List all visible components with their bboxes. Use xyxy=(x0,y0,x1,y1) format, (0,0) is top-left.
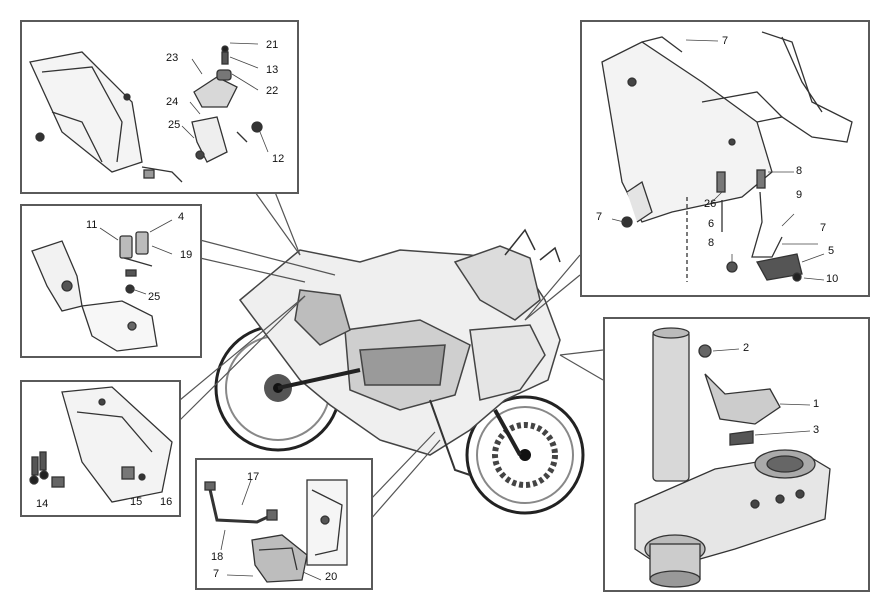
side-panel-drawing xyxy=(29,386,173,503)
callout-label: 26 xyxy=(704,198,717,210)
detail-panel-top-left: 21 13 22 23 24 25 12 xyxy=(20,20,299,194)
callout-label: 21 xyxy=(266,39,279,51)
callout-label: 8 xyxy=(708,237,715,249)
callout-label: 25 xyxy=(148,291,161,303)
callout-label: 10 xyxy=(826,273,839,285)
callout-label: 13 xyxy=(266,64,279,76)
callout-label: 11 xyxy=(86,219,98,231)
callout-label: 14 xyxy=(36,498,49,510)
callout-label: 7 xyxy=(820,222,827,234)
front-wheel xyxy=(465,395,585,515)
detail-panel-top-right: 7 8 26 9 6 7 8 5 10 7 xyxy=(580,20,870,297)
callout-label: 7 xyxy=(213,568,220,580)
leader-lines xyxy=(179,191,604,521)
callout-label: 19 xyxy=(180,249,193,261)
callout-label: 23 xyxy=(166,52,179,64)
callout-label: 15 xyxy=(130,496,143,508)
callout-label: 17 xyxy=(247,471,260,483)
motorcycle-body xyxy=(238,228,561,476)
detail-panel-bottom-left: 14 15 16 xyxy=(20,380,181,517)
callout-label: 3 xyxy=(813,424,820,436)
ecu-harness-drawing xyxy=(204,479,348,583)
callout-label: 18 xyxy=(211,551,224,563)
callout-label: 20 xyxy=(325,571,338,583)
callout-label: 24 xyxy=(166,96,179,108)
callout-label: 25 xyxy=(168,119,181,131)
tail-subframe-drawing xyxy=(29,42,269,183)
callout-label: 2 xyxy=(743,342,750,354)
callout-label: 1 xyxy=(813,398,820,410)
relay-bracket-drawing xyxy=(31,219,173,352)
callout-label: 8 xyxy=(796,165,803,177)
callout-label: 9 xyxy=(796,189,803,201)
callout-label: 6 xyxy=(708,218,715,230)
detail-panel-bottom-right: 2 1 3 xyxy=(603,317,870,592)
detail-panel-bottom-center: 17 18 7 20 xyxy=(195,458,373,590)
steering-horn-drawing xyxy=(634,327,831,588)
front-frame-sensor-drawing xyxy=(601,31,853,282)
callout-label: 16 xyxy=(160,496,173,508)
callout-label: 7 xyxy=(596,211,603,223)
callout-label: 4 xyxy=(178,211,185,223)
callout-label: 5 xyxy=(828,245,835,257)
callout-label: 12 xyxy=(272,153,285,165)
callout-label: 22 xyxy=(266,85,279,97)
detail-panel-mid-left: 11 4 19 25 xyxy=(20,204,202,358)
callout-label: 7 xyxy=(722,35,729,47)
